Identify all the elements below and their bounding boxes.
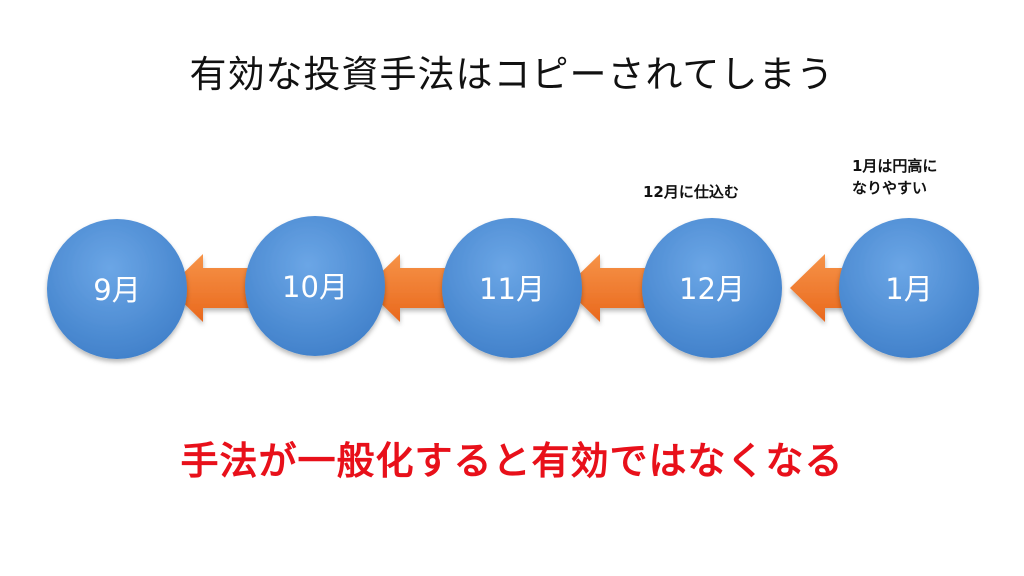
- note-january-line2: なりやすい: [852, 179, 928, 197]
- month-label-dec: 12月: [679, 272, 745, 306]
- month-node-dec: 12月: [642, 218, 782, 358]
- month-label-oct: 10月: [282, 270, 348, 304]
- conclusion-text: 手法が一般化すると有効ではなくなる: [180, 439, 844, 483]
- arrow-10-to-9: [168, 254, 262, 322]
- month-label-sep: 9月: [93, 273, 140, 307]
- month-label-jan: 1月: [885, 272, 932, 306]
- month-node-nov: 11月: [442, 218, 582, 358]
- note-december-text: 12月に仕込む: [643, 183, 739, 201]
- month-label-nov: 11月: [479, 272, 545, 306]
- note-january-line1: 1月は円高に: [852, 157, 938, 175]
- month-node-sep: 9月: [47, 219, 187, 359]
- note-january: 1月は円高に なりやすい: [852, 155, 982, 199]
- arrow-11-to-10: [365, 254, 460, 322]
- slide-title: 有効な投資手法はコピーされてしまう: [189, 53, 835, 96]
- month-node-oct: 10月: [245, 216, 385, 356]
- note-december: 12月に仕込む: [643, 181, 793, 203]
- arrow-12-to-11: [565, 254, 660, 322]
- month-node-jan: 1月: [839, 218, 979, 358]
